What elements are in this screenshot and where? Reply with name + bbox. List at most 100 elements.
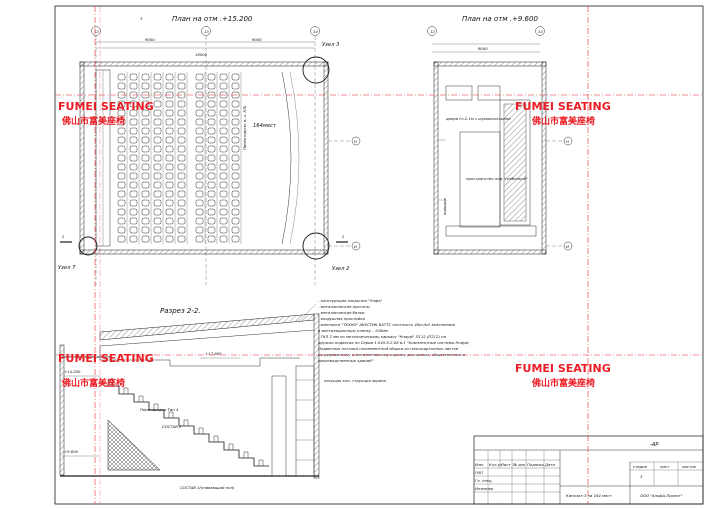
seat-icon <box>117 73 126 81</box>
seat-icon <box>165 235 174 243</box>
stamp-col: Дата <box>544 462 556 467</box>
plan1-row-i: И <box>354 244 357 249</box>
tier-seat-icon <box>153 403 159 410</box>
seat-icon <box>153 226 162 234</box>
seat-icon <box>177 208 186 216</box>
plan1-node7: Узел 7 <box>58 265 76 271</box>
seat-icon <box>195 73 204 81</box>
watermark-cn: 佛山市富美座椅 <box>61 115 125 127</box>
seat-icon <box>195 109 204 117</box>
watermark: FUMEI SEATING 佛山市富美座椅 FUMEI SEATING 佛山市富… <box>55 6 703 504</box>
stamp-stage-h: стадия <box>633 464 648 469</box>
seat-icon <box>231 100 240 108</box>
plan1-axis-left: 12 <box>94 29 99 34</box>
seat-icon <box>141 235 150 243</box>
note-line: по деревянному и металлическому каркасу … <box>318 352 466 357</box>
seat-icon <box>219 100 228 108</box>
seat-icon <box>153 127 162 135</box>
seat-icon <box>129 100 138 108</box>
seat-icon <box>195 235 204 243</box>
tier-steps <box>104 385 269 467</box>
seat-icon <box>219 145 228 153</box>
seat-icon <box>195 145 204 153</box>
seat-icon <box>177 181 186 189</box>
stamp-sheets-h: листов <box>681 464 697 469</box>
seat-icon <box>231 163 240 171</box>
plan2-axis-left: 12 <box>430 29 435 34</box>
plan1-seats: 164мест <box>253 123 277 129</box>
plan2-door: двери h=2.1м с шумоизоляцией <box>445 116 511 121</box>
seat-icon <box>219 235 228 243</box>
stamp-project: Кинозал 3 на 164 мест <box>566 493 612 498</box>
seat-icon <box>165 181 174 189</box>
stamp-code: -АР <box>650 442 659 448</box>
stamp-col: Кол.уч <box>489 462 503 467</box>
seat-icon <box>141 181 150 189</box>
watermark-cn: 佛山市富美座椅 <box>531 115 595 127</box>
notes: - конструкция покрытия "Элфа" - металлич… <box>318 298 469 363</box>
seat-icon <box>231 235 240 243</box>
seat-icon <box>195 190 204 198</box>
seat-icon <box>129 217 138 225</box>
plan1-title: План на отм .+15.200 <box>172 15 253 23</box>
seat-icon <box>231 226 240 234</box>
seat-icon <box>195 154 204 162</box>
plan1-node3: Узел 3 <box>322 42 339 48</box>
seat-rows <box>117 72 242 244</box>
seat-icon <box>165 226 174 234</box>
seat-icon <box>207 109 216 117</box>
watermark-cn: 佛山市富美座椅 <box>531 377 595 389</box>
seat-icon <box>165 163 174 171</box>
seat-icon <box>219 181 228 189</box>
seat-icon <box>195 100 204 108</box>
seat-icon <box>231 136 240 144</box>
note-line: - конструкция покрытия "Элфа" <box>318 298 383 303</box>
seat-icon <box>231 199 240 207</box>
seat-icon <box>153 199 162 207</box>
plan2-room: пространство под "гребенкой" <box>466 176 528 181</box>
seat-icon <box>117 190 126 198</box>
seat-icon <box>177 109 186 117</box>
plan1-proj: Проектор(см. в.-ч. КЛ) <box>242 105 247 150</box>
plan1-axis-right: 14 <box>313 29 318 34</box>
seat-icon <box>207 190 216 198</box>
seat-icon <box>195 226 204 234</box>
plan1-dim-right: 9000 <box>252 37 262 42</box>
seat-icon <box>219 136 228 144</box>
stamp-col: Подпись <box>527 462 544 467</box>
stamp-col: Лист <box>500 462 511 467</box>
stamp-role: Инженер <box>475 486 494 491</box>
seat-icon <box>129 73 138 81</box>
seat-icon <box>153 118 162 126</box>
tier-seat-icon <box>108 379 114 386</box>
tier-seat-icon <box>123 387 129 394</box>
seat-icon <box>141 217 150 225</box>
seat-icon <box>231 217 240 225</box>
seat-icon <box>141 172 150 180</box>
seat-icon <box>219 217 228 225</box>
seat-icon <box>117 181 126 189</box>
stamp-company: ООО "АльфА-Проект" <box>640 493 683 498</box>
seat-icon <box>207 217 216 225</box>
plan1-cut-right: 2 <box>342 234 345 239</box>
seat-icon <box>129 127 138 135</box>
plan1-cut-top: 3 <box>140 16 143 21</box>
seat-icon <box>153 73 162 81</box>
tier-seat-icon <box>243 451 249 458</box>
section-title: Разрез 2-2. <box>160 307 201 315</box>
seat-icon <box>129 163 138 171</box>
seat-icon <box>231 208 240 216</box>
plan1-cut-left: 2 <box>62 234 65 239</box>
seat-icon <box>129 172 138 180</box>
seat-icon <box>141 163 150 171</box>
seat-icon <box>153 208 162 216</box>
seat-icon <box>141 127 150 135</box>
seat-icon <box>165 127 174 135</box>
stamp-role: ГИП <box>475 470 483 475</box>
seat-icon <box>177 118 186 126</box>
seat-icon <box>219 73 228 81</box>
stamp-role: Гл. спец. <box>475 478 493 483</box>
seat-icon <box>207 172 216 180</box>
seat-icon <box>141 145 150 153</box>
seat-icon <box>153 217 162 225</box>
